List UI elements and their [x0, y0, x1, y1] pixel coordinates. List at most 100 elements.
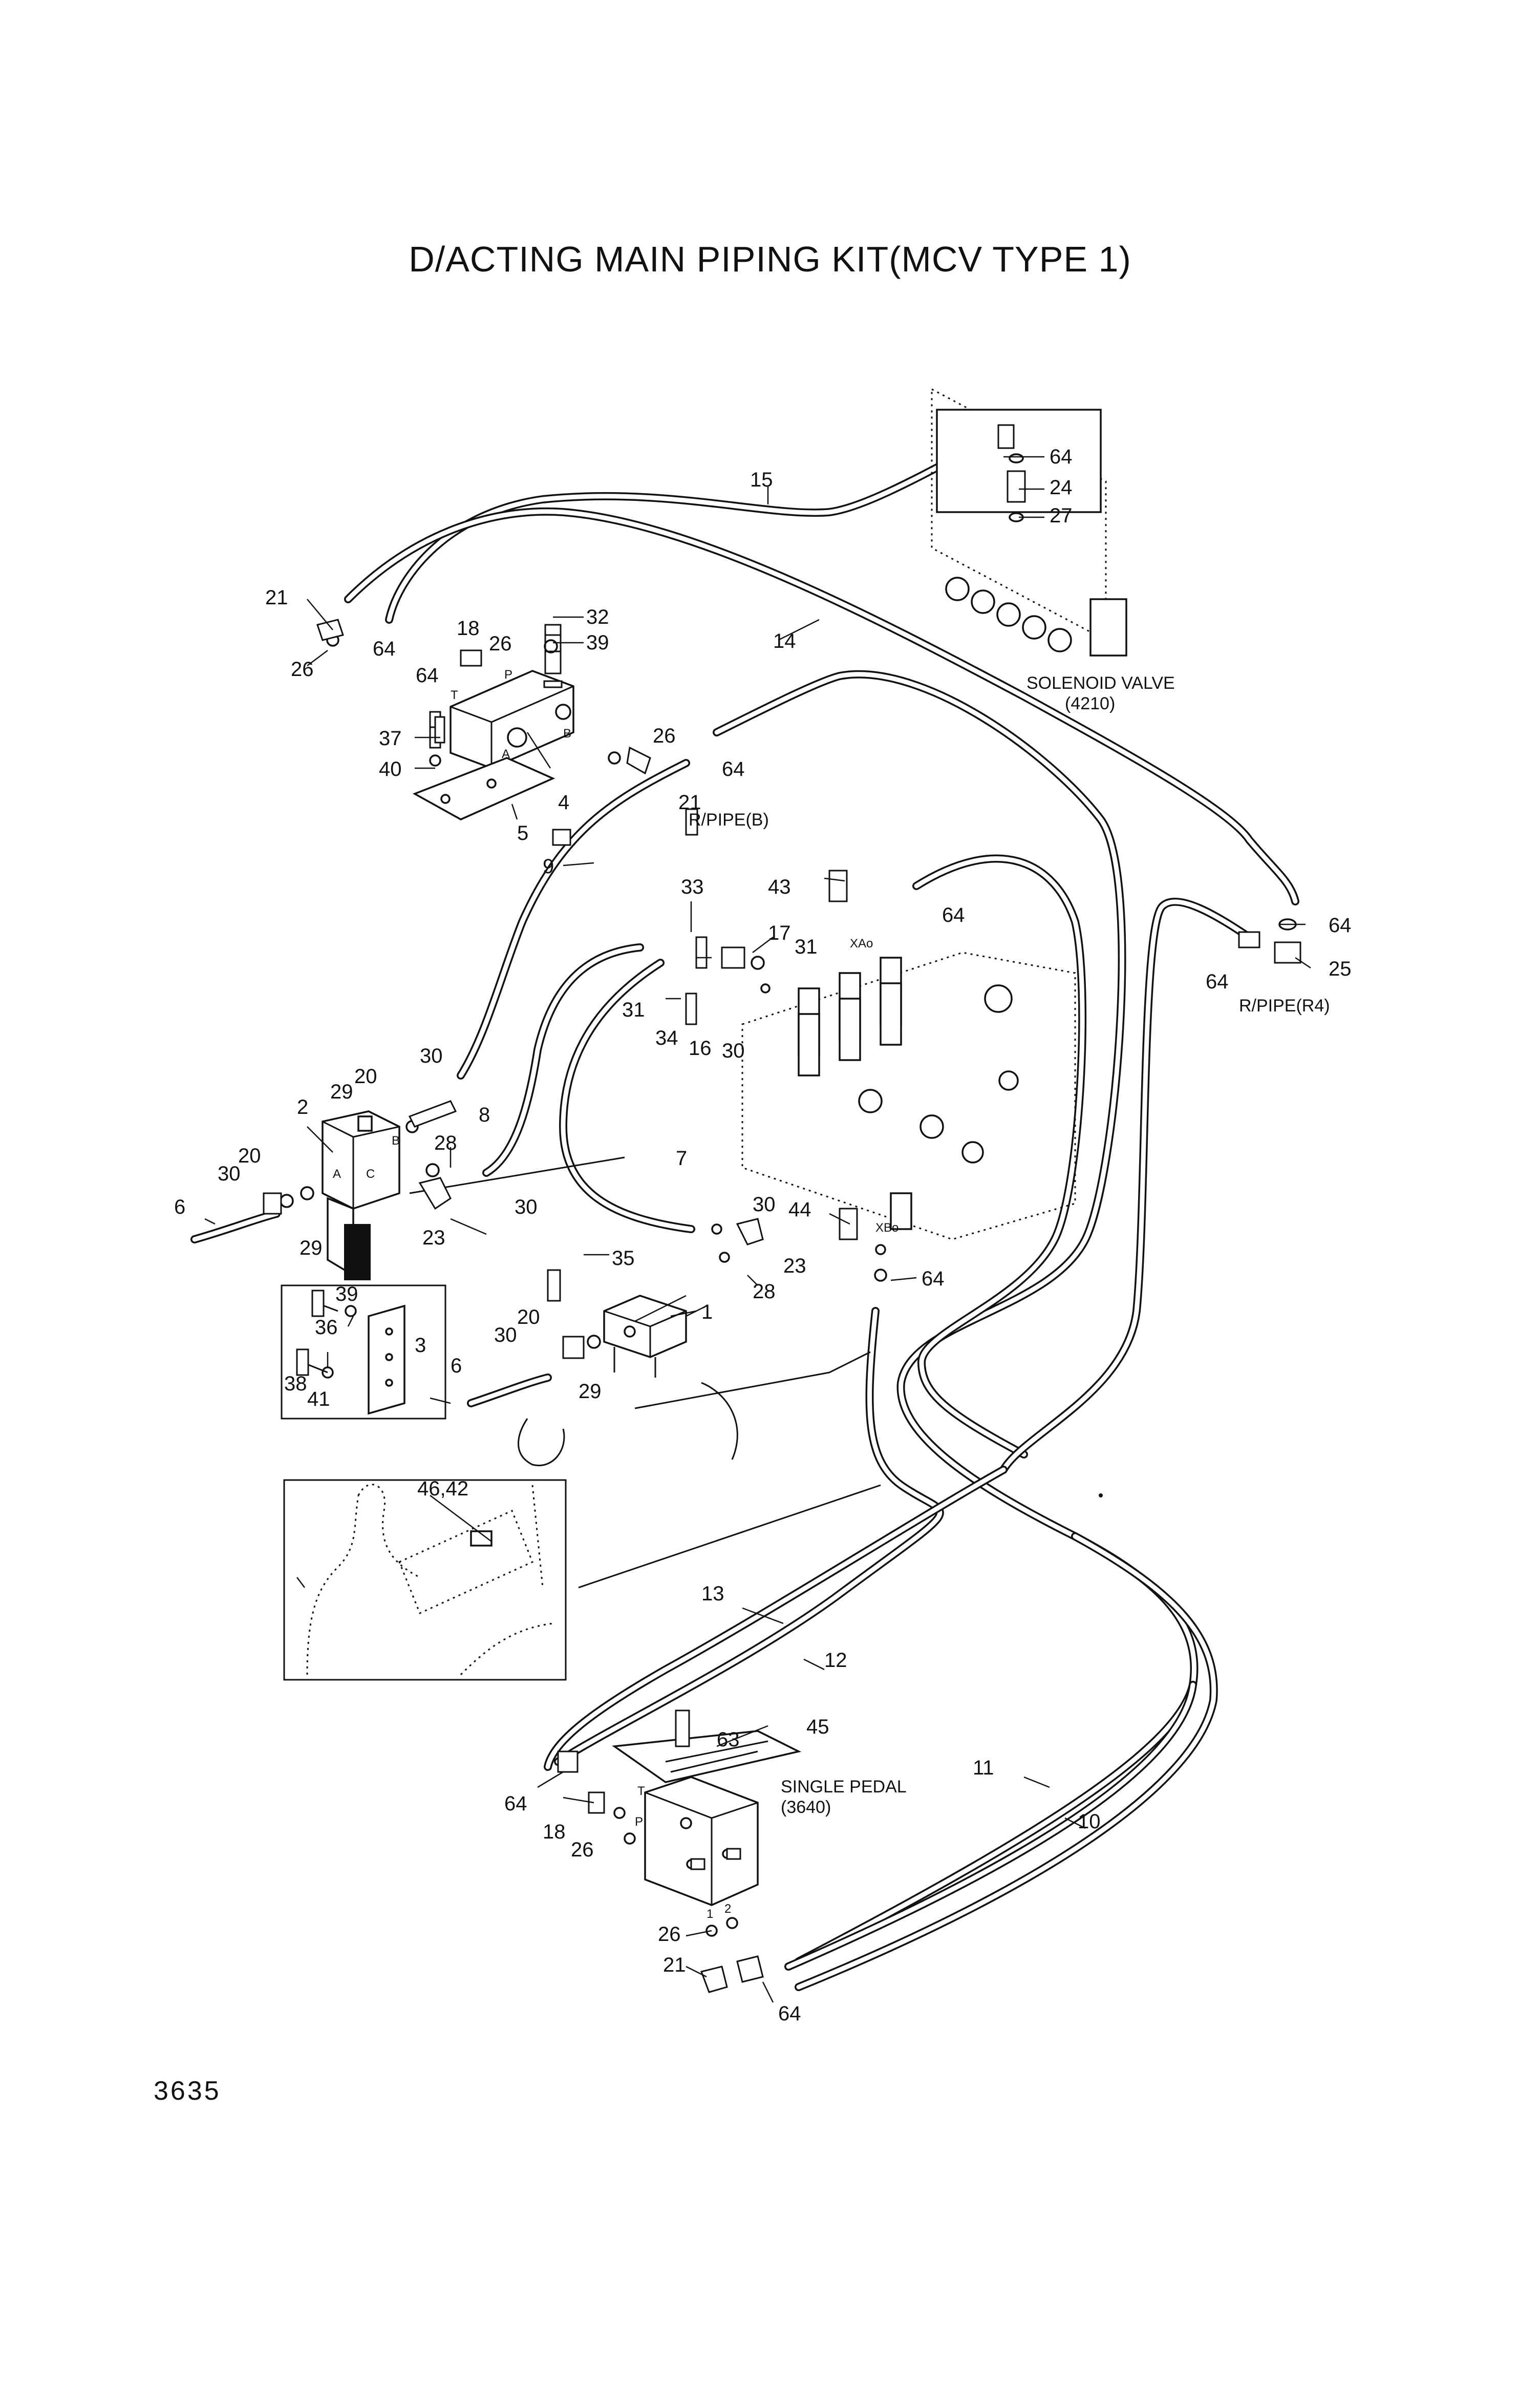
- callout-8: 8: [479, 1104, 490, 1126]
- bracket-cover: [344, 1224, 371, 1280]
- callout-44: 44: [788, 1198, 811, 1221]
- callout-39-upper: 39: [586, 631, 609, 654]
- hose-10: [795, 1532, 1218, 1991]
- callout-64-i: 64: [778, 2002, 801, 2025]
- solenoid-valve: [931, 388, 1127, 657]
- valve-block-1: [603, 1295, 687, 1378]
- callout-3: 3: [415, 1334, 426, 1357]
- callout-labels: 15 14 64 24 27 SOLENOID VALVE (4210) 21 …: [174, 446, 1352, 2025]
- solenoid-valve-code: (4210): [1065, 694, 1115, 713]
- callout-45: 45: [806, 1716, 829, 1738]
- callout-23-b: 23: [783, 1255, 806, 1277]
- hose-15: [385, 429, 1008, 624]
- callout-29-a: 29: [330, 1081, 353, 1103]
- callout-30-c: 30: [515, 1196, 538, 1218]
- port-t-upper: T: [451, 688, 458, 702]
- port-t-pedal: T: [637, 1784, 645, 1798]
- rpipe-b-label: R/PIPE(B): [689, 810, 769, 830]
- port-a-upper: A: [502, 747, 510, 761]
- callout-18-lower: 18: [543, 1821, 566, 1843]
- port-a-block: A: [333, 1167, 341, 1181]
- callout-30-e: 30: [753, 1193, 776, 1216]
- callout-30-b: 30: [420, 1045, 443, 1067]
- port-xao: XAo: [850, 937, 873, 950]
- callout-10: 10: [1078, 1810, 1101, 1833]
- callout-20-a: 20: [354, 1065, 377, 1088]
- callout-30-a: 30: [722, 1040, 745, 1062]
- callout-23-a: 23: [422, 1227, 445, 1249]
- cab-inset: [283, 1479, 567, 1681]
- hose-group: [190, 429, 1299, 1991]
- hose-8: [482, 943, 644, 1177]
- solenoid-valve-label: SOLENOID VALVE: [1026, 673, 1175, 693]
- callout-2: 2: [297, 1096, 308, 1118]
- callout-26-c: 26: [653, 725, 676, 747]
- single-pedal-code: (3640): [781, 1798, 831, 1817]
- port-xbo: XBo: [875, 1221, 899, 1235]
- callout-18-upper: 18: [457, 617, 480, 640]
- callout-64-b: 64: [416, 664, 439, 687]
- hose-6-upper: [190, 1210, 281, 1243]
- callout-64-f: 64: [1206, 970, 1229, 993]
- callout-28-a: 28: [434, 1132, 457, 1154]
- callout-7: 7: [676, 1147, 687, 1170]
- hose-12: [544, 1466, 1008, 1771]
- valve-block-2: A C B: [322, 1110, 400, 1280]
- callout-17: 17: [768, 922, 791, 944]
- callout-64-top: 64: [1050, 446, 1073, 468]
- port-2-pedal: 2: [724, 1902, 731, 1916]
- hose-14: [344, 508, 1299, 905]
- callout-20-b: 20: [238, 1145, 261, 1167]
- main-control-valve: XAo XBo: [741, 937, 1076, 1240]
- page-number: 3635: [154, 2076, 221, 2106]
- hose-rpipe-r4: [999, 897, 1253, 1474]
- leader-lines: [204, 456, 1311, 2003]
- port-p-pedal: P: [635, 1815, 643, 1829]
- single-pedal: T P 1 2: [612, 1730, 802, 1921]
- callout-26-b: 26: [489, 632, 512, 655]
- callout-41: 41: [307, 1388, 330, 1410]
- callout-37: 37: [379, 727, 402, 750]
- callout-26-d: 26: [571, 1839, 594, 1861]
- hose-11: [784, 1681, 1197, 1971]
- callout-40: 40: [379, 758, 402, 780]
- callout-6-upper: 6: [174, 1196, 185, 1218]
- callout-26-e: 26: [658, 1923, 681, 1946]
- callout-11: 11: [973, 1757, 994, 1779]
- callout-64-h: 64: [504, 1792, 527, 1815]
- callout-31-b: 31: [622, 999, 645, 1021]
- callout-30-f: 30: [494, 1324, 517, 1346]
- hose-loop-mid: [912, 854, 1087, 1459]
- callout-12: 12: [824, 1649, 847, 1672]
- rpipe-r4-label: R/PIPE(R4): [1239, 996, 1330, 1016]
- diagram-title: D/ACTING MAIN PIPING KIT(MCV TYPE 1): [409, 239, 1131, 279]
- callout-29-b: 29: [300, 1237, 323, 1259]
- callout-26-a: 26: [291, 658, 314, 681]
- callout-36: 36: [315, 1316, 338, 1339]
- callout-13: 13: [701, 1582, 724, 1605]
- port-b-block: B: [392, 1134, 400, 1148]
- callout-46-42: 46,42: [417, 1477, 468, 1500]
- hose-7: [559, 959, 695, 1233]
- callout-1: 1: [701, 1301, 713, 1323]
- callout-31-a: 31: [795, 936, 818, 958]
- callout-28-b: 28: [753, 1280, 776, 1303]
- callout-27: 27: [1050, 504, 1073, 527]
- callout-30-d: 30: [218, 1163, 241, 1185]
- callout-64-a: 64: [373, 638, 396, 660]
- callout-21-b: 21: [678, 791, 701, 814]
- callout-20-c: 20: [517, 1306, 540, 1328]
- callout-32: 32: [586, 606, 609, 628]
- port-b-upper: B: [563, 727, 571, 741]
- callout-33: 33: [681, 876, 704, 898]
- callout-43: 43: [768, 876, 791, 898]
- callout-25: 25: [1329, 958, 1352, 980]
- callout-63: 63: [717, 1728, 740, 1751]
- single-pedal-label: SINGLE PEDAL: [781, 1777, 907, 1797]
- callout-64-d: 64: [942, 904, 965, 926]
- callout-14: 14: [773, 630, 796, 652]
- callout-16: 16: [689, 1037, 712, 1060]
- hose-9: [457, 759, 690, 1080]
- port-p-upper: P: [504, 668, 512, 682]
